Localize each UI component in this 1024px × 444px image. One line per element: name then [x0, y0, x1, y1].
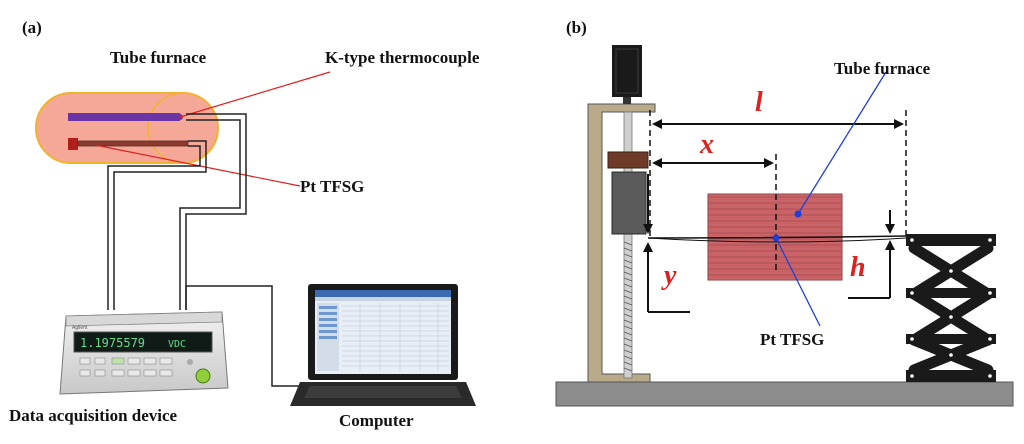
thermocouple-wires: [179, 113, 247, 310]
daq-keypad: [79, 357, 173, 377]
sensor-wires: [107, 140, 207, 310]
screen-sidebar-items: [319, 306, 337, 339]
panel-b: (b): [555, 18, 1014, 407]
furnace-pointer-dot: [794, 210, 802, 218]
dimension-arrow-h: [848, 210, 895, 299]
lift-top-plate: [906, 234, 996, 246]
daq-display: [73, 331, 213, 353]
sensor-label-b: Pt TFSG: [760, 330, 824, 349]
variable-l: l: [755, 87, 763, 118]
computer-laptop: [290, 284, 476, 406]
clamp-block: [607, 151, 649, 169]
variable-y: y: [661, 260, 677, 291]
lift-bolts: [910, 238, 992, 378]
lift-scissor-arms: [908, 242, 994, 376]
lift-bottom-plate: [906, 370, 996, 382]
scissor-lift: [906, 234, 996, 382]
daq-port-icon: [187, 359, 193, 365]
sensor-clamp: [68, 138, 78, 150]
dimension-arrow-x: [652, 158, 774, 168]
dimension-arrow-l: [652, 119, 904, 129]
sensor-pointer-dot: [772, 234, 780, 242]
variable-h: h: [850, 252, 866, 283]
variable-x: x: [699, 129, 714, 160]
screen-grid-lines: [342, 303, 449, 371]
daq-display-reading: 1.1975579: [80, 336, 145, 350]
computer-label: Computer: [339, 411, 414, 430]
stepper-motor: [612, 45, 642, 97]
tube-furnace-label-b: Tube furnace: [834, 59, 931, 78]
data-acquisition-device: 1.1975579 VDC Agilent: [59, 311, 229, 395]
k-type-thermocouple-bar: [68, 113, 180, 121]
support-frame: [587, 103, 656, 383]
slider-carriage: [611, 171, 647, 235]
dimension-arrow-y: [643, 174, 690, 313]
pt-tfsg-strip: [77, 140, 189, 147]
panel-a: (a) Tube furnace K-type thermocouple Pt …: [9, 18, 480, 430]
tube-furnace-label-a: Tube furnace: [110, 48, 207, 67]
thermocouple-label: K-type thermocouple: [325, 48, 480, 67]
panel-a-tag: (a): [22, 18, 42, 37]
daq-knob-icon: [195, 368, 211, 384]
panel-b-tag: (b): [566, 18, 587, 37]
screw-threads: [623, 241, 633, 372]
daq-display-unit: VDC: [168, 339, 186, 350]
thermocouple-leader-line: [179, 71, 331, 118]
daq-label: Data acquisition device: [9, 406, 178, 425]
base-plate: [555, 381, 1014, 407]
dimension-dashed-lines: [649, 110, 907, 272]
sensor-label-a: Pt TFSG: [300, 177, 364, 196]
laptop-keyboard: [304, 386, 462, 398]
tube-furnace-body: [35, 92, 219, 164]
daq-to-computer-cable: [185, 285, 316, 387]
annotation-pointers: [775, 71, 887, 327]
daq-brand: Agilent: [72, 325, 88, 331]
